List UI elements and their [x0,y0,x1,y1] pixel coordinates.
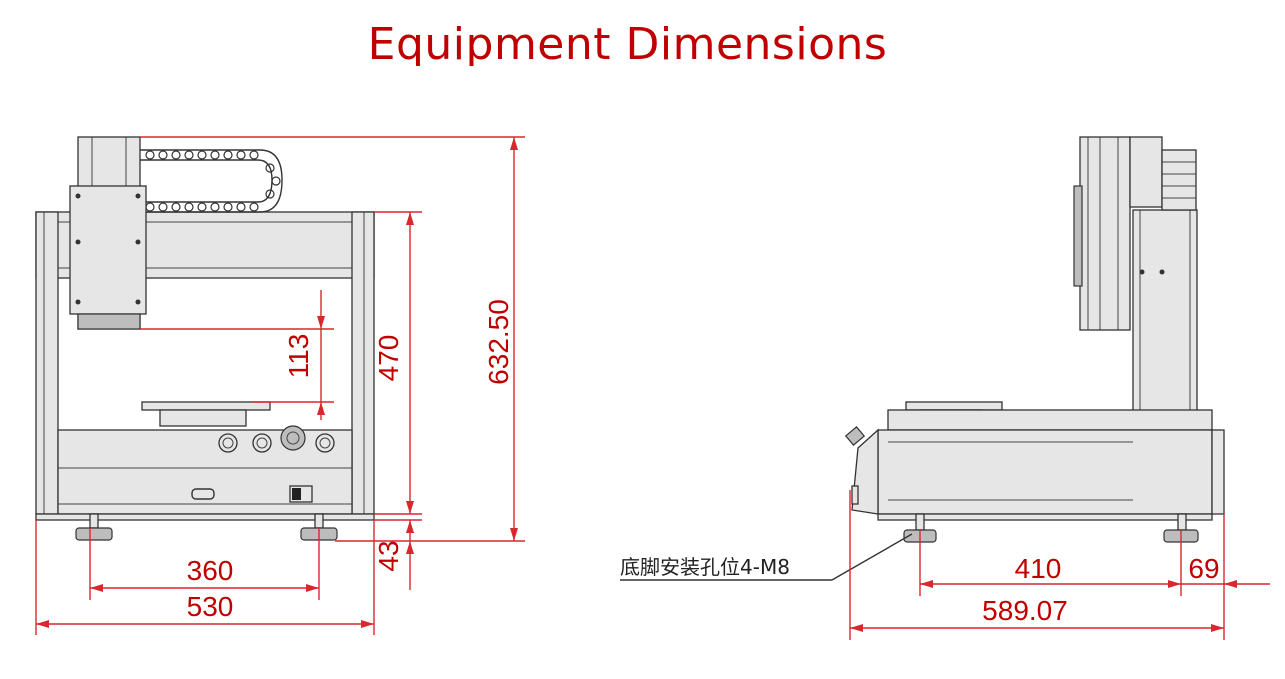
dim-foot-spacing-front: 360 [187,555,234,586]
z-carriage-plate [69,185,147,315]
foot-mounting-note: 底脚安装孔位4-M8 [620,555,790,579]
control-buttons [218,425,335,453]
work-table-support [159,409,247,427]
front-view: 632.50 470 113 43 360 530 [35,136,525,635]
dim-overall-depth: 589.07 [982,595,1068,626]
dim-rear-offset: 69 [1188,553,1219,584]
z-axis-head [77,313,141,330]
side-view: 底脚安装孔位4-M8 410 69 589.07 [620,136,1270,640]
right-column [351,211,375,515]
dim-overall-width: 530 [187,591,234,622]
dim-foot-spacing-side: 410 [1015,553,1062,584]
side-motor [1161,149,1197,211]
handle-slot [191,488,215,500]
dim-z-gap: 113 [283,334,314,379]
dim-frame-height: 470 [373,335,404,382]
work-table [141,401,271,411]
front-foot-left [75,513,113,541]
page-title: Equipment Dimensions [367,19,888,66]
dim-overall-height: 632.50 [483,299,514,385]
left-column [35,211,59,515]
cable-chain [140,149,283,213]
side-work-table [905,401,1003,411]
side-base [877,429,1213,515]
dim-foot-height: 43 [373,540,404,571]
